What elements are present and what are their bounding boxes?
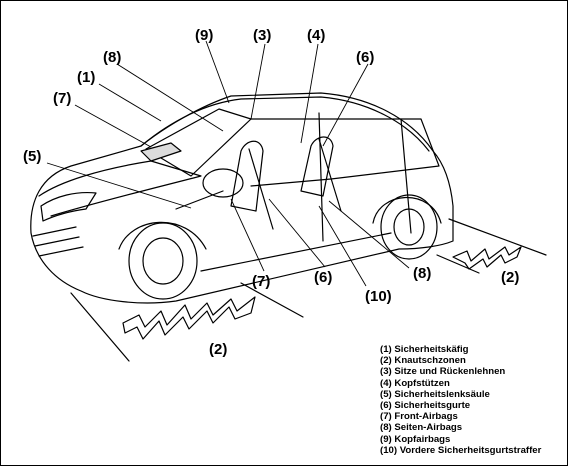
legend-item: (5) Sicherheitslenksäule [380,388,490,400]
hood [38,160,202,217]
grille [32,226,84,257]
callout-9-top: (9) [195,27,214,44]
callout-5-left: (5) [23,148,42,165]
leader-10 [318,205,367,287]
passenger-airbag-module [140,142,182,162]
legend-item: (10) Vordere Sicherheitsgurtstraffer [380,444,542,456]
steering-column [175,190,224,210]
rear-wheel-arch [372,196,442,224]
legend-item: (4) Kopfstützen [380,377,450,389]
legend-item: (9) Kopfairbags [380,433,451,445]
callout-4-top: (4) [307,27,326,44]
callout-2-right: (2) [501,269,520,286]
rear-seat [300,136,334,197]
callout-7-left: (7) [53,90,72,107]
rear-wheel-rim [393,208,425,246]
legend-item: (7) Front-Airbags [380,411,458,423]
rear-seat-belt [318,138,342,212]
zone-line-rear-upper [448,218,547,256]
front-wheel-rim [142,237,184,285]
zone-line-front-right [240,282,304,318]
front-wheel [128,222,198,300]
leader-8-top [116,63,224,132]
callout-6-bottom: (6) [314,269,333,286]
roof-line [140,96,430,152]
zone-line-front-left [70,292,130,362]
callout-8-bottom: (8) [413,265,432,282]
crumple-zone-rear [452,246,522,270]
door-sill [200,232,392,272]
car-body-outline [30,92,454,304]
rear-wheel [380,194,438,260]
callout-10-bottom: (10) [365,288,392,305]
leader-5 [46,162,192,209]
headlight [40,191,97,222]
b-pillar [318,112,324,242]
callout-1-left: (1) [77,69,96,86]
c-pillar [400,118,412,234]
leader-1 [98,83,162,122]
leader-7-bottom [230,198,265,272]
callout-7-bottom: (7) [252,273,271,290]
windshield [145,108,252,177]
callout-3-top: (3) [253,27,272,44]
callout-2-bottom: (2) [209,341,228,358]
legend-item: (6) Sicherheitsgurte [380,400,471,412]
callout-8-top: (8) [103,49,122,66]
legend-item: (2) Knautschzonen [380,355,466,367]
leader-4 [300,43,319,144]
leader-9 [205,40,230,104]
leader-8-bottom [328,200,410,269]
window-line [250,118,440,187]
leader-6-top [322,63,369,147]
legend-item: (3) Sitze und Rückenlehnen [380,366,506,378]
front-seat-belt [248,148,274,230]
front-wheel-arch [118,221,207,250]
front-seat [230,140,264,212]
legend-item: (1) Sicherheitskäfig [380,344,469,355]
leader-3 [250,43,266,120]
crumple-zone-front [122,296,256,340]
legend: (1) Sicherheitskäfig (2) Knautschzonen (… [380,344,566,456]
steering-wheel [202,168,244,198]
leader-7-left [74,104,152,148]
zone-line-rear-lower [436,254,480,274]
callout-6-top: (6) [356,49,375,66]
legend-item: (8) Seiten-Airbags [380,422,463,434]
leader-6-bottom [268,198,326,268]
